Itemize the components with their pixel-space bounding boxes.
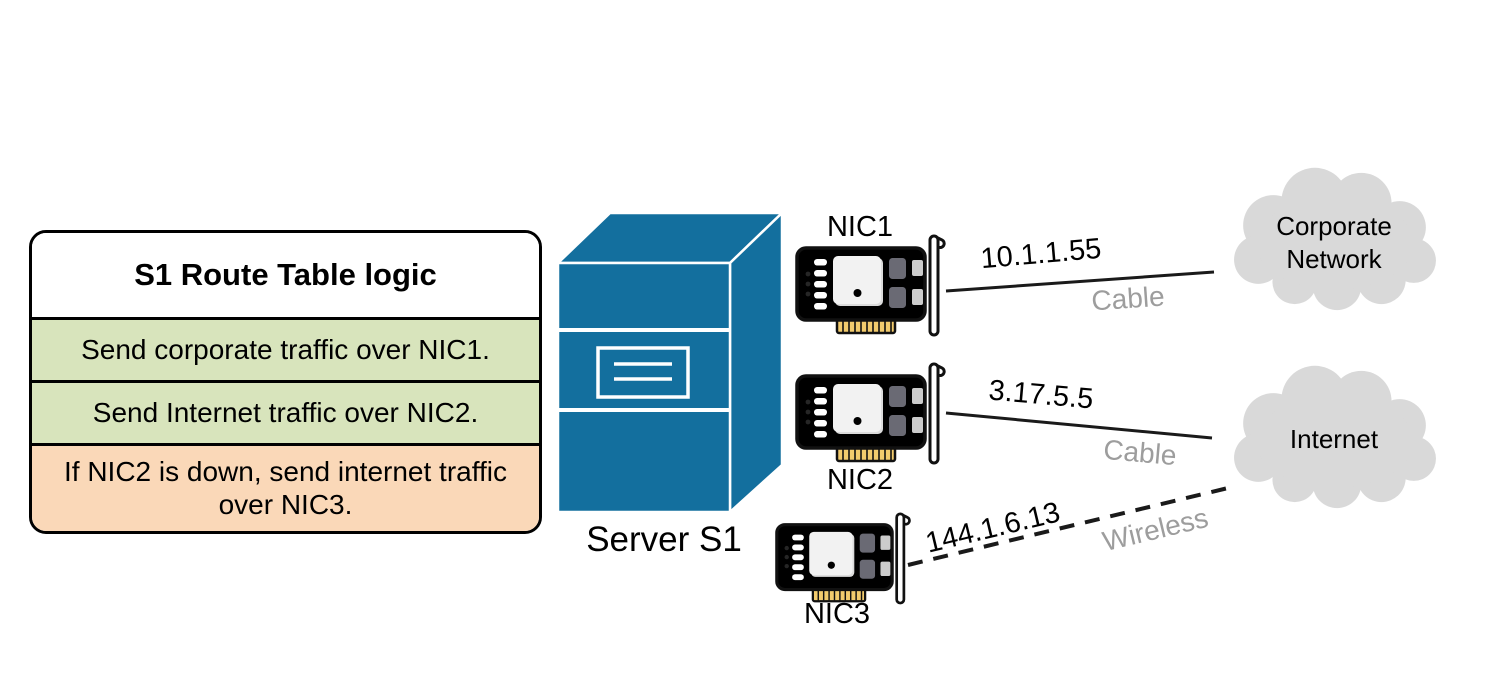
nic1-card-icon — [795, 232, 947, 338]
nic1-label: NIC1 — [826, 211, 894, 243]
nic2-ip-label: 3.17.5.5 — [987, 374, 1095, 416]
route-table-row-nic3: If NIC2 is down, send internet traffic o… — [32, 443, 539, 531]
route-table-row-nic1: Send corporate traffic over NIC1. — [32, 317, 539, 380]
nic3-ip-label: 144.1.6.13 — [922, 496, 1064, 560]
nic2-label: NIC2 — [826, 464, 894, 496]
nic1-medium-label: Cable — [1090, 280, 1166, 317]
server-icon — [556, 211, 784, 514]
route-table-title: S1 Route Table logic — [32, 233, 539, 317]
nic3-card-icon — [775, 510, 912, 606]
internet-cloud-label: Internet — [1289, 424, 1379, 454]
server-label: Server S1 — [586, 520, 742, 559]
nic1-ip-label: 10.1.1.55 — [979, 232, 1103, 276]
nic3-medium-label: Wireless — [1099, 501, 1212, 558]
nic2-medium-label: Cable — [1102, 433, 1178, 472]
corporate-network-cloud-label: Corporate Network — [1276, 211, 1392, 274]
route-table: S1 Route Table logic Send corporate traf… — [29, 230, 542, 534]
nic3-label: NIC3 — [803, 598, 871, 630]
route-table-row-nic2: Send Internet traffic over NIC2. — [32, 380, 539, 443]
nic2-card-icon — [795, 360, 947, 466]
